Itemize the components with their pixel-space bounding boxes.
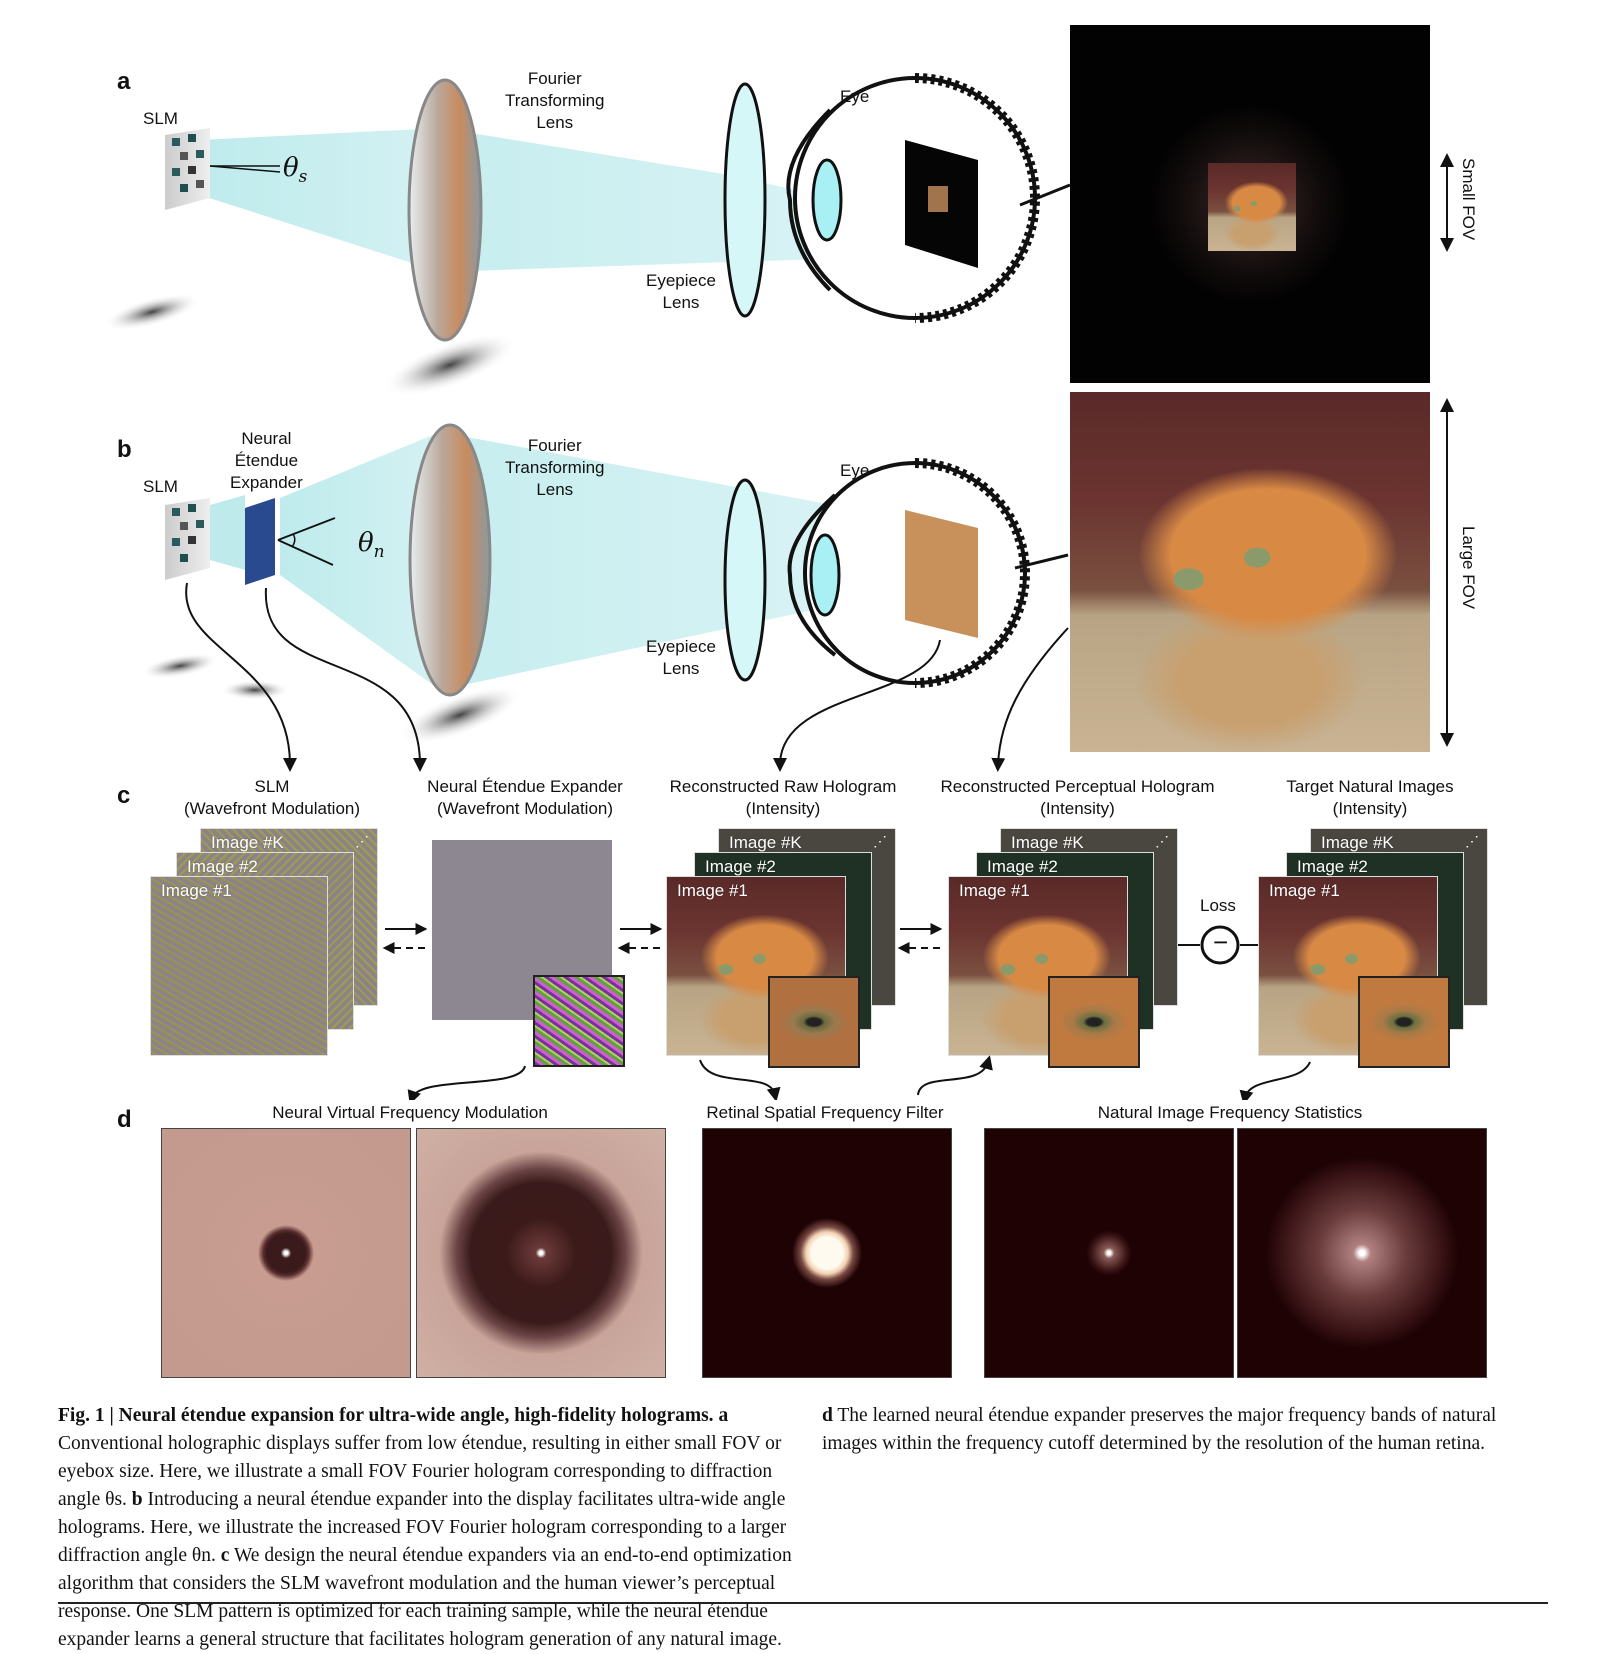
d-group-1-title: Neural Virtual Frequency Modulation <box>272 1103 548 1122</box>
large-fov-cat-image <box>1070 392 1430 752</box>
caption-c-label: c <box>220 1545 230 1566</box>
slm-a-label: SLM <box>143 109 178 128</box>
freq-mod-image-2 <box>416 1128 666 1378</box>
eyepiece-lens-a-icon <box>723 82 767 318</box>
theta-s-label: θs <box>283 153 308 188</box>
caption-b-label: b <box>131 1489 143 1510</box>
d-group-3-title: Natural Image Frequency Statistics <box>1097 1103 1363 1122</box>
c-to-d-curves <box>407 1055 1311 1100</box>
caption-b-text: Introducing a neural étendue expander in… <box>58 1489 787 1566</box>
eye-b-icon <box>787 458 1030 688</box>
perceptual-eye-inset <box>1048 976 1140 1068</box>
col-expander-title: Neural Étendue Expander(Wavefront Modula… <box>427 777 623 818</box>
beam-a-1 <box>200 128 440 272</box>
optical-diagram-svg <box>103 73 1454 772</box>
caption-fig-label: Fig. 1 | <box>58 1405 114 1426</box>
panel-a-letter: a <box>117 68 131 95</box>
caption-a-label: a <box>718 1405 729 1426</box>
col-target-title: Target Natural Images(Intensity) <box>1286 777 1454 818</box>
col-raw-hologram-title: Reconstructed Raw Hologram(Intensity) <box>669 777 897 818</box>
caption-right: d The learned neural étendue expander pr… <box>822 1402 1552 1458</box>
large-fov-label: Large FOV <box>1459 526 1478 610</box>
small-fov-cat-image <box>1208 163 1296 251</box>
fourier-lens-b-icon <box>408 423 492 697</box>
raw-eye-inset <box>768 976 860 1068</box>
slm-card-1: Image #1 <box>150 876 328 1056</box>
small-fov-label: Small FOV <box>1459 158 1478 241</box>
natural-stats-image-2 <box>1237 1128 1487 1378</box>
eye-b-label: Eye <box>840 461 870 480</box>
caption-c-text: We design the neural étendue expanders v… <box>58 1545 792 1650</box>
slm-a-icon <box>165 128 210 210</box>
loss-minus-icon <box>1200 925 1240 965</box>
loss-minus-symbol: − <box>1213 927 1229 957</box>
neural-expander-icon <box>245 498 275 585</box>
target-eye-inset <box>1358 976 1450 1068</box>
panel-c-letter: c <box>117 782 131 809</box>
flow-arrows <box>382 923 1265 965</box>
caption-left: Fig. 1 | Neural étendue expansion for ul… <box>58 1402 793 1654</box>
freq-mod-image-1 <box>161 1128 411 1378</box>
retinal-filter-image <box>702 1128 952 1378</box>
theta-n-label: θn <box>358 528 385 563</box>
expander-zoom-inset <box>533 975 625 1067</box>
perceptual-card-1: Image #1 <box>948 876 1128 1056</box>
caption-d-label: d <box>822 1405 833 1426</box>
caption-a-text: Conventional holographic displays suffer… <box>58 1433 782 1510</box>
loss-label: Loss <box>1200 896 1236 915</box>
slm-b-icon <box>165 498 210 580</box>
fourier-lens-a-icon <box>407 78 483 342</box>
small-fov-hologram-image <box>1070 25 1430 383</box>
natural-stats-image-1 <box>984 1128 1234 1378</box>
slm-b-label: SLM <box>143 477 178 496</box>
eyepiece-lens-b-icon <box>723 478 767 682</box>
eye-a-icon <box>786 73 1040 323</box>
eye-a-label: Eye <box>840 87 870 106</box>
col-perceptual-hologram-title: Reconstructed Perceptual Hologram(Intens… <box>940 777 1215 818</box>
panel-d-letter: d <box>117 1106 132 1133</box>
d-group-2-title: Retinal Spatial Frequency Filter <box>706 1103 944 1122</box>
caption-d-text: The learned neural étendue expander pres… <box>822 1405 1497 1454</box>
col-slm-title: SLM(Wavefront Modulation) <box>183 777 361 818</box>
bottom-rule <box>58 1602 1548 1604</box>
caption-title: Neural étendue expansion for ultra-wide … <box>118 1405 714 1426</box>
panel-b-letter: b <box>117 436 132 463</box>
